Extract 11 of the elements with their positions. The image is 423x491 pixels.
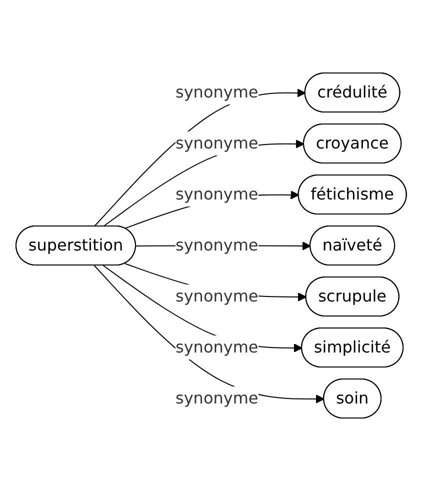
edge-label: synonyme [176,337,259,356]
arrow [103,140,305,227]
edge-label: synonyme [176,133,259,152]
edge-label: synonyme [176,388,259,408]
edge-label: synonyme [176,184,259,204]
arrow [94,88,306,227]
arrow [103,265,303,352]
edge-label: synonyme [176,235,259,254]
edge-label: synonyme [176,82,259,102]
arrow [94,265,325,404]
edge-label: synonyme [176,286,259,306]
